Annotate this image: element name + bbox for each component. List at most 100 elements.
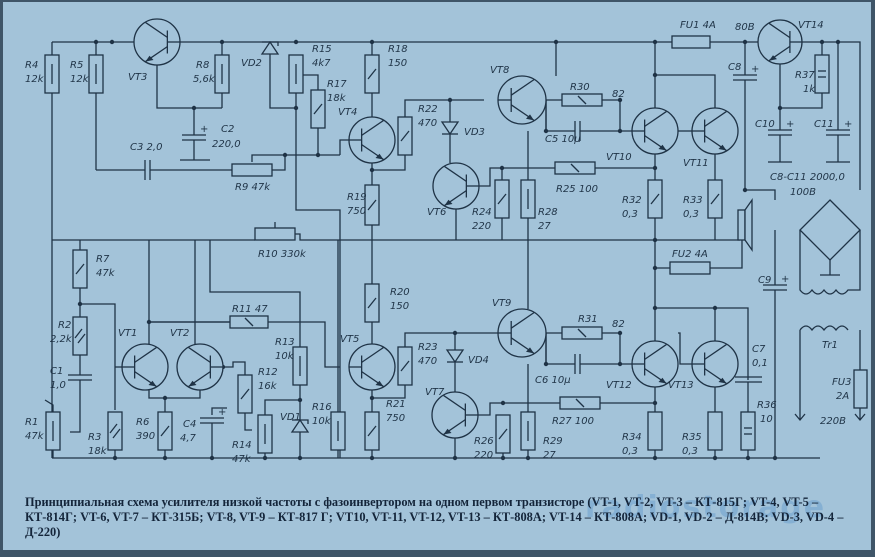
r1-value: 47k — [25, 431, 45, 442]
r18-value: 150 — [388, 58, 407, 69]
emitter-arrow-icon — [526, 114, 534, 121]
capacitor-c8 — [733, 74, 757, 81]
wire — [404, 332, 500, 347]
r24-value: 220 — [472, 221, 491, 232]
wire — [223, 361, 246, 375]
watermark: radiostorage — [585, 490, 827, 525]
r36-label: R36 — [757, 400, 777, 411]
wire — [678, 332, 692, 365]
wire — [545, 332, 562, 364]
junction-dot — [617, 361, 623, 367]
r33-value: 0,3 — [683, 209, 699, 220]
r18-label: R18 — [388, 44, 408, 55]
resistor-r15 — [288, 54, 304, 94]
c7-label: C7 — [752, 344, 766, 355]
junction-dot — [209, 455, 215, 461]
r12-label: R12 — [258, 367, 278, 378]
arrow-down-icon — [794, 413, 806, 422]
r34-label: R34 — [622, 432, 642, 443]
transformer-primary — [799, 325, 861, 420]
plus-sign: + — [781, 274, 789, 285]
vt7-label: VT7 — [425, 387, 445, 398]
r29-value: 27 — [543, 450, 556, 461]
junction-dot — [315, 152, 321, 158]
r16-label: R16 — [312, 402, 332, 413]
plus-sign: + — [844, 119, 852, 130]
resistor-r2 — [72, 316, 88, 356]
capacitor-c9 — [763, 284, 787, 291]
transistor-vt3 — [133, 18, 181, 66]
vt12-label: VT12 — [606, 380, 632, 391]
r21-value: 750 — [386, 413, 405, 424]
r32-value: 0,3 — [622, 209, 638, 220]
wire — [779, 64, 823, 109]
r7-label: R7 — [96, 254, 110, 265]
capacitor-c4 — [200, 417, 224, 424]
r30-label: R30 — [570, 82, 590, 93]
resistor-r8 — [214, 54, 230, 94]
emitter-arrow-icon — [718, 144, 727, 151]
cap-group-label: C8-C11 2000,0 — [770, 172, 845, 183]
r25-label: R25 100 — [556, 184, 598, 195]
resistor-r35 — [707, 411, 723, 451]
resistor-r16 — [330, 411, 346, 451]
r26-value: 220 — [474, 450, 493, 461]
junction-dot — [297, 455, 303, 461]
wire — [404, 99, 484, 117]
resistor-r11 — [229, 315, 269, 329]
r26-label: R26 — [474, 436, 494, 447]
wire — [479, 167, 524, 187]
wire — [264, 399, 300, 415]
resistor-r21 — [364, 411, 380, 451]
c4-label: C4 — [183, 419, 196, 430]
resistor-r31 — [561, 326, 603, 340]
zener-vd2 — [260, 40, 280, 55]
c6-label: C6 10µ — [535, 375, 571, 386]
fu3-label: FU3 — [832, 377, 851, 388]
r16-value: 10k — [312, 416, 332, 427]
resistor-r36 — [740, 411, 756, 451]
wire — [148, 390, 201, 399]
c7-value: 0,1 — [752, 358, 768, 369]
junction-dot — [452, 455, 458, 461]
capacitor-c2 — [182, 134, 206, 141]
fu2-label: FU2 4A — [672, 249, 708, 260]
components — [44, 18, 868, 454]
wire — [745, 189, 776, 200]
wire — [655, 307, 716, 342]
r35-label: R35 — [682, 432, 702, 443]
emitter-arrow-icon — [658, 377, 667, 384]
r31-label: R31 — [578, 314, 598, 325]
transistor-vt11 — [691, 107, 739, 155]
diode-vd3 — [440, 121, 460, 136]
r24-label: R24 — [472, 207, 492, 218]
c10-label: C10 — [755, 119, 775, 130]
r8-label: R8 — [196, 60, 209, 71]
r5-value: 12k — [70, 74, 90, 85]
vd3-label: VD3 — [464, 127, 485, 138]
wire — [545, 99, 562, 131]
r23-value: 470 — [418, 356, 437, 367]
vt3-label: VT3 — [128, 72, 147, 83]
vd4-label: VD4 — [468, 355, 489, 366]
r34-value: 0,3 — [622, 446, 638, 457]
resistor-r5 — [88, 54, 104, 94]
capacitor-c11 — [826, 129, 850, 136]
vt6-label: VT6 — [427, 207, 446, 218]
zener-vd1 — [290, 418, 310, 433]
wire — [211, 407, 227, 415]
diode-bridge-icon — [799, 199, 861, 261]
wire — [800, 41, 861, 190]
transistor-vt1 — [121, 343, 169, 391]
r8-value: 5,6k — [193, 74, 216, 85]
r17-label: R17 — [327, 79, 347, 90]
caption: Принципиальная схема усилителя низкой ча… — [25, 495, 844, 539]
r27-label: R27 100 — [552, 416, 594, 427]
wire — [654, 240, 670, 269]
r22-value: 470 — [418, 118, 437, 129]
vt5-label: VT5 — [340, 334, 359, 345]
junction-dot — [369, 455, 375, 461]
plus-sign: + — [200, 124, 208, 135]
wire — [295, 233, 420, 241]
